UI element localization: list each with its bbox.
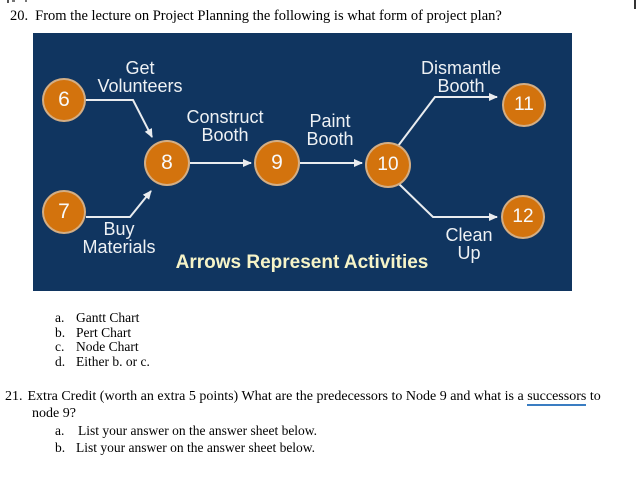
activity-label-buy-materials: Buy Materials — [82, 220, 155, 256]
question-21-options: a. List your answer on the answer sheet b… — [55, 422, 317, 456]
q20-option-b: b. Pert Chart — [55, 324, 150, 341]
activity-line: Clean — [445, 225, 493, 245]
node-7: 7 — [42, 190, 86, 234]
question-21-text-after: to — [586, 389, 601, 404]
option-text: Either b. or c. — [76, 353, 150, 369]
option-letter: c. — [55, 339, 65, 355]
slide-caption: Arrows Represent Activities — [175, 252, 429, 273]
option-letter: d. — [55, 353, 66, 369]
activity-line: Paint — [309, 111, 351, 131]
option-text: List your answer on the answer sheet bel… — [78, 423, 318, 438]
question-20-number: 20. — [10, 8, 29, 24]
activity-line: Get — [125, 58, 155, 78]
activity-line: Materials — [82, 237, 156, 257]
node-8: 8 — [144, 140, 190, 186]
q20-option-a: a. Gantt Chart — [55, 310, 150, 326]
option-letter: b. — [55, 440, 66, 455]
page-edge-artifact — [25, 0, 27, 2]
activity-label-clean-up: Clean Up — [445, 226, 492, 262]
activity-line: Booth — [437, 76, 485, 96]
activity-line: Dismantle — [420, 58, 502, 78]
activity-line: Booth — [201, 125, 249, 145]
activity-label-paint-booth: Paint Booth — [306, 112, 353, 148]
activity-label-construct-booth: Construct Booth — [186, 108, 263, 144]
question-20: 20. From the lecture on Project Planning … — [10, 7, 502, 25]
question-21-text-before: Extra Credit (worth an extra 5 points) W… — [27, 389, 528, 404]
question-21-number: 21. — [5, 389, 23, 404]
node-12: 12 — [501, 195, 545, 239]
option-text: Gantt Chart — [76, 310, 140, 325]
activity-line: Volunteers — [97, 76, 183, 96]
activity-line: Buy — [103, 219, 135, 239]
arrow-10-to-12 — [397, 182, 498, 221]
option-text: List your answer on the answer sheet bel… — [76, 440, 316, 455]
option-letter: a. — [55, 423, 65, 438]
q20-option-c: c. Node Chart — [55, 339, 150, 355]
q20-option-d: d. Either b. or c. — [55, 353, 150, 370]
activity-label-get-volunteers: Get Volunteers — [97, 59, 182, 95]
q21-option-a: a. List your answer on the answer sheet b… — [55, 422, 317, 439]
option-letter: a. — [55, 310, 65, 325]
page-edge-artifact — [634, 0, 636, 9]
project-network-slide: 6 7 8 9 10 11 12 Get Volunteers Construc… — [33, 33, 572, 291]
option-text: Node Chart — [76, 339, 139, 355]
option-letter: b. — [55, 324, 66, 340]
option-text: Pert Chart — [76, 324, 132, 340]
arrow-6-to-8 — [86, 99, 153, 138]
node-9: 9 — [254, 140, 300, 186]
q21-option-b: b. List your answer on the answer sheet b… — [55, 439, 317, 456]
activity-arrows — [86, 93, 498, 221]
activity-label-dismantle-booth: Dismantle Booth — [421, 59, 501, 95]
activity-line: Construct — [186, 107, 264, 127]
node-6: 6 — [42, 78, 86, 122]
node-11: 11 — [502, 83, 546, 127]
question-21-line1: 21. Extra Credit (worth an extra 5 points… — [5, 388, 601, 406]
page-edge-artifact — [7, 0, 9, 3]
node-10: 10 — [365, 142, 411, 188]
arrow-7-to-8 — [86, 190, 152, 218]
activity-line: Booth — [306, 129, 354, 149]
question-20-options: a.Gantt Chart b.Pert Chart c.Node Chart … — [55, 310, 150, 370]
activity-line: Up — [457, 243, 481, 263]
spellcheck-underlined-word: successors — [527, 389, 587, 406]
question-21-line2: node 9? — [32, 406, 76, 421]
arrow-10-to-11 — [397, 93, 498, 147]
question-20-text: From the lecture on Project Planning the… — [35, 8, 502, 24]
page-edge-artifact — [12, 0, 15, 2]
